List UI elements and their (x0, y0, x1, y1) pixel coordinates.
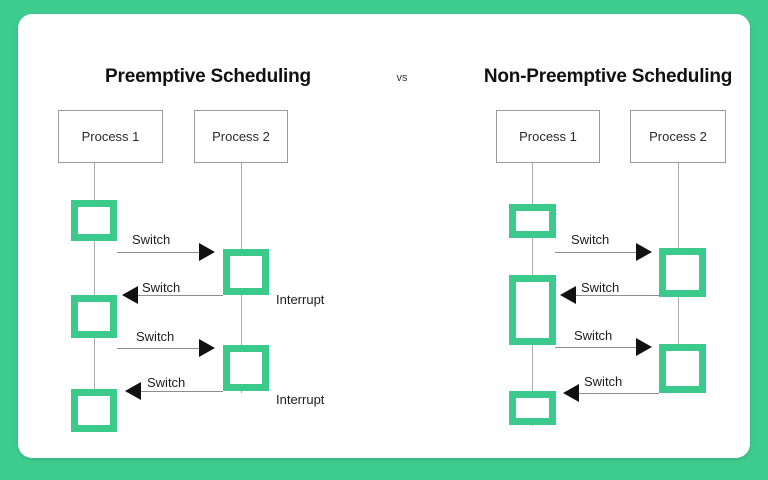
left-execution-block-p1-2 (71, 295, 117, 338)
vs-separator-label: vs (396, 72, 408, 84)
right-transition-label-3: Switch (574, 328, 613, 343)
right-transition-arrowhead-2 (560, 286, 576, 304)
right-execution-block-p1-2 (509, 275, 556, 345)
right-transition-label-2: Switch (581, 280, 620, 295)
left-interrupt-label-1: Interrupt (276, 292, 325, 307)
left-transition-arrowhead-2 (122, 286, 138, 304)
right-transition-label-4: Switch (584, 374, 623, 389)
left-transition-label-1: Switch (132, 232, 171, 247)
right-transition-label-1: Switch (571, 232, 610, 247)
left-lane-header-process-2: Process 2 (194, 110, 288, 163)
right-execution-block-p1-1 (509, 204, 556, 238)
right-execution-block-p2-2 (659, 344, 706, 393)
left-lane-header-process-1: Process 1 (58, 110, 163, 163)
left-transition-label-3: Switch (136, 329, 175, 344)
left-transition-line-4 (141, 391, 223, 392)
left-transition-label-4: Switch (147, 375, 186, 390)
right-lane-header-process-2: Process 2 (630, 110, 726, 163)
right-transition-line-4 (579, 393, 659, 394)
left-execution-block-p2-1 (223, 249, 269, 295)
left-transition-arrowhead-1 (199, 243, 215, 261)
right-execution-block-p1-3 (509, 391, 556, 425)
left-transition-arrowhead-4 (125, 382, 141, 400)
left-transition-line-1 (117, 252, 201, 253)
left-transition-line-2 (138, 295, 223, 296)
right-transition-line-2 (576, 295, 659, 296)
right-transition-arrowhead-1 (636, 243, 652, 261)
left-transition-line-3 (117, 348, 201, 349)
right-lane-header-process-1: Process 1 (496, 110, 600, 163)
left-transition-label-2: Switch (142, 280, 181, 295)
right-transition-arrowhead-3 (636, 338, 652, 356)
right-transition-arrowhead-4 (563, 384, 579, 402)
left-transition-arrowhead-3 (199, 339, 215, 357)
right-transition-line-3 (555, 347, 638, 348)
right-execution-block-p2-1 (659, 248, 706, 297)
right-transition-line-1 (555, 252, 638, 253)
diagram-card: Preemptive Scheduling vs Non-Preemptive … (18, 14, 750, 458)
left-execution-block-p1-3 (71, 389, 117, 432)
left-interrupt-label-2: Interrupt (276, 392, 325, 407)
right-panel-title: Non-Preemptive Scheduling (483, 66, 733, 87)
left-execution-block-p1-1 (71, 200, 117, 241)
left-panel-title: Preemptive Scheduling (105, 66, 311, 87)
left-execution-block-p2-2 (223, 345, 269, 391)
